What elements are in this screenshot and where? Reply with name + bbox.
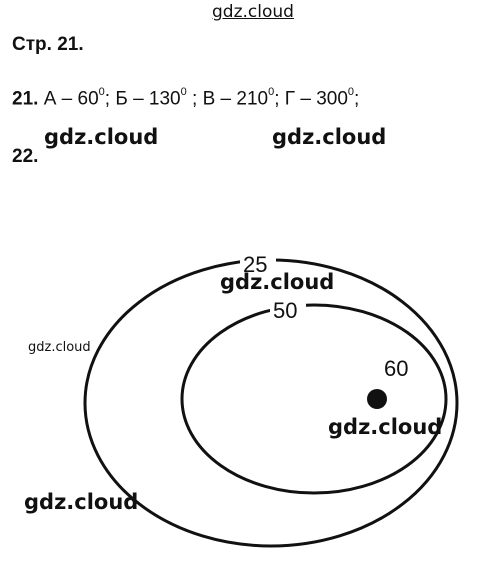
- peak-point: [367, 389, 387, 409]
- task-22-number: 22.: [12, 146, 39, 167]
- degree-mark-b: 0: [180, 86, 187, 98]
- watermark-5: gdz.cloud: [328, 415, 443, 439]
- watermark-top: gdz.cloud: [212, 2, 294, 22]
- answer-g: ; Г – 300: [274, 88, 348, 110]
- contour-inner-label-bg: [270, 296, 306, 320]
- task-21-number: 21.: [12, 88, 39, 110]
- watermark-4: gdz.cloud: [220, 270, 335, 294]
- watermark-3: gdz.cloud: [28, 340, 91, 355]
- degree-mark-a: 0: [98, 86, 105, 98]
- page-title: Стр. 21.: [12, 34, 84, 55]
- contour-outer-label-bg: [240, 250, 276, 274]
- contour-inner: [180, 303, 448, 495]
- answer-end: ;: [354, 88, 360, 110]
- answer-v: ; В – 210: [186, 88, 269, 110]
- degree-mark-g: 0: [347, 86, 355, 98]
- answer-a: А – 60: [43, 88, 99, 110]
- task-21-answer: 21. А – 600; Б – 1300 ; В – 2100; Г – 30…: [12, 86, 360, 110]
- watermark-2: gdz.cloud: [272, 125, 387, 149]
- answer-b: ; Б – 130: [104, 88, 181, 110]
- watermark-6: gdz.cloud: [24, 490, 139, 514]
- contour-inner-label: 50: [273, 298, 297, 323]
- watermark-1: gdz.cloud: [44, 125, 159, 149]
- contour-outer-label: 25: [243, 252, 267, 277]
- degree-mark-v: 0: [268, 86, 275, 98]
- peak-label: 60: [384, 356, 408, 381]
